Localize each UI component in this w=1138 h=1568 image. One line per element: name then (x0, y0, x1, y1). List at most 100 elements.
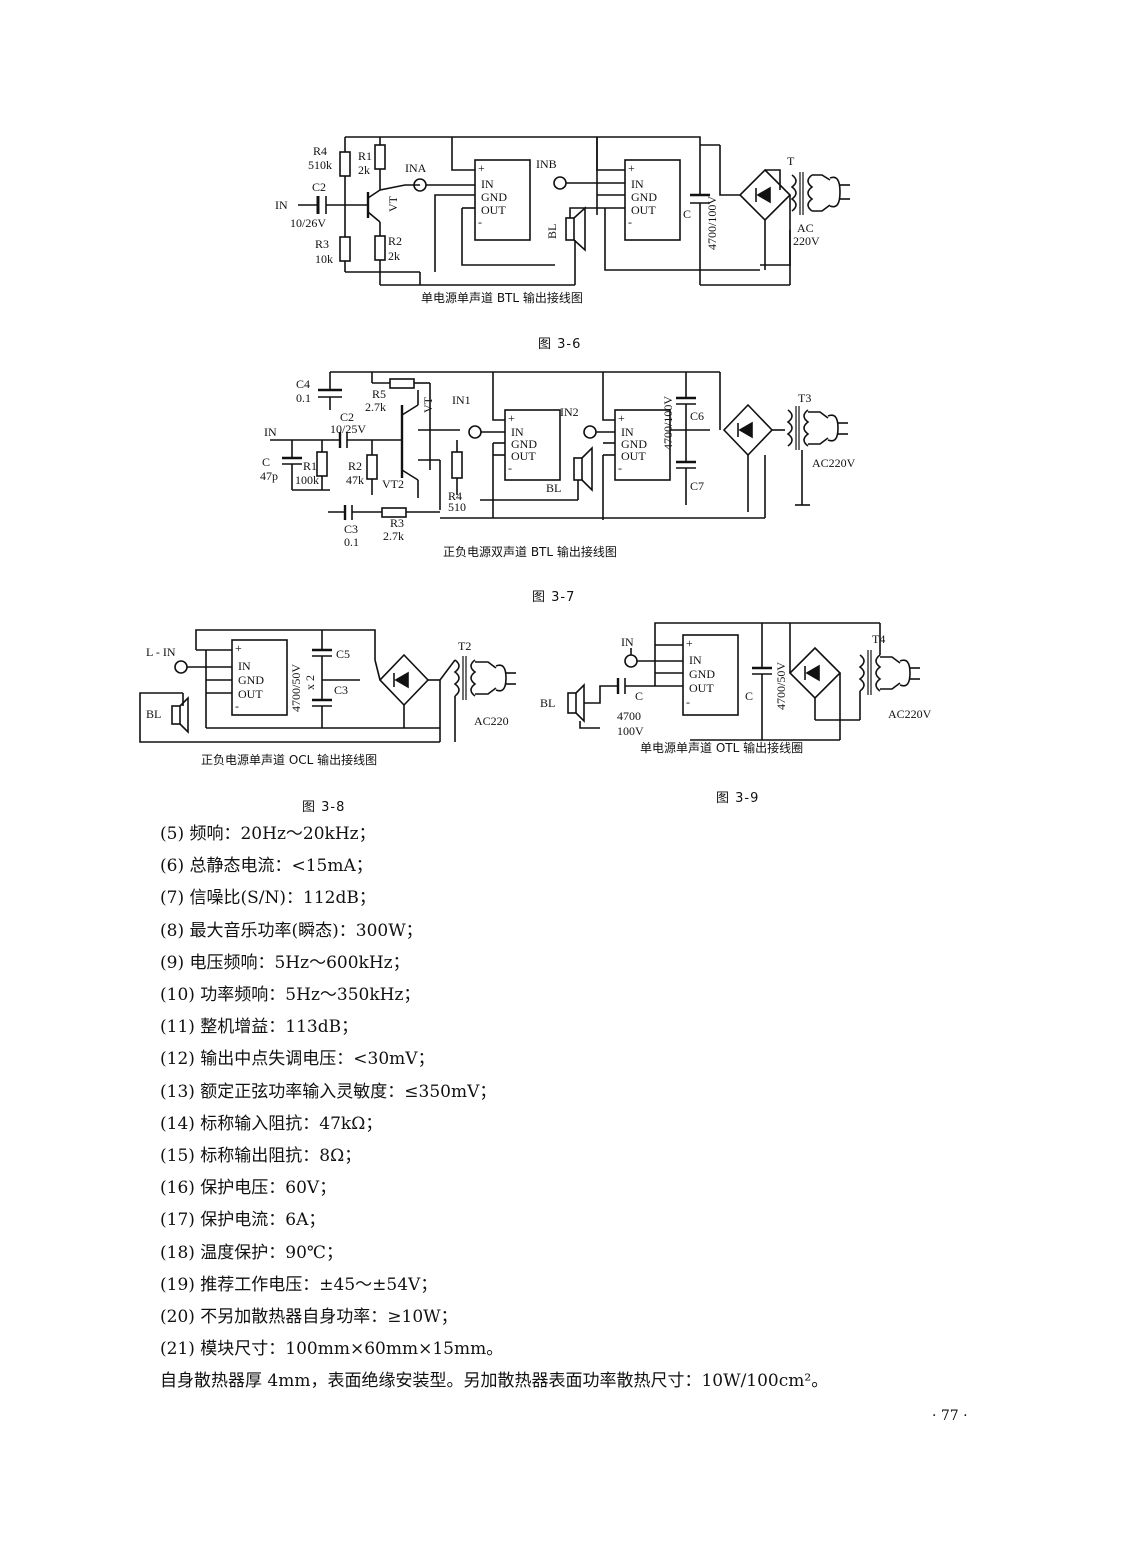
ic-b-plus-pin: + (628, 161, 635, 175)
c-value-1: 4700 (617, 709, 641, 723)
ic-plus-pin: + (235, 641, 242, 655)
figure-label: 图 3-7 (532, 590, 576, 605)
ic-b-out-pin: OUT (631, 203, 656, 217)
ic-out-pin: OUT (689, 681, 714, 695)
ic-a-plus-pin: + (478, 161, 485, 175)
ac-label: AC220V (888, 707, 932, 721)
r1-value: 100k (295, 473, 319, 487)
ic-2-out-pin: OUT (621, 449, 646, 463)
t2-label: T2 (458, 639, 471, 653)
bl-label: BL (546, 481, 561, 495)
in-label: IN (264, 425, 277, 439)
spec-item: (14) 标称输入阻抗：47kΩ； (160, 1113, 383, 1134)
c6-label: C6 (690, 409, 704, 423)
spec-item: (12) 输出中点失调电压：<30mV； (160, 1049, 435, 1070)
ic-minus-pin: - (235, 699, 239, 713)
c2-value: 10/26V (290, 216, 326, 230)
c-value-2: 100V (617, 724, 644, 738)
r4-label: R4 (313, 144, 327, 158)
spec-item: (18) 温度保护：90℃； (160, 1242, 343, 1263)
r1-value: 2k (358, 163, 370, 177)
spec-item: (7) 信噪比(S/N)：112dB； (160, 888, 376, 909)
c3-value: 0.1 (344, 535, 359, 549)
bl-label: BL (540, 696, 555, 710)
c3-label: C3 (334, 683, 348, 697)
c2-value: 10/25V (330, 422, 366, 436)
ac-label: AC220 (474, 714, 509, 728)
r2-label: R2 (388, 234, 402, 248)
vt2-label: VT2 (382, 477, 404, 491)
c4-label: C4 (296, 377, 310, 391)
ic-2-minus-pin: - (618, 461, 622, 475)
figure-label: 图 3-6 (538, 337, 582, 352)
schematic-ocl-dual-supply: + IN GND OUT - L - IN BL C5 C3 4700/50V … (139, 629, 516, 767)
figure-caption: 正负电源单声道 OCL 输出接线图 (201, 752, 377, 767)
spec-item: (10) 功率频响：5Hz～350kHz； (160, 985, 421, 1006)
spec-list: (5) 频响：20Hz～20kHz； (6) 总静态电流：<15mA； (7) … (160, 818, 1040, 1365)
r2-value: 47k (346, 473, 364, 487)
spec-item: (11) 整机增益：113dB； (160, 1017, 359, 1038)
spec-item: (5) 频响：20Hz～20kHz； (160, 824, 376, 844)
ic-a-minus-pin: - (478, 215, 482, 229)
spec-item: (21) 模块尺寸：100mm×60mm×15mm。 (160, 1339, 504, 1360)
spec-item: (19) 推荐工作电压：±45～±54V； (160, 1274, 438, 1295)
schematic-btl-single-supply: + IN GND OUT - + IN GND OUT - R4 510k R1… (275, 136, 850, 305)
r3-label: R3 (315, 237, 329, 251)
c2-label: C (745, 689, 753, 703)
c-value: 47p (260, 469, 278, 483)
spec-item: (6) 总静态电流：<15mA； (160, 856, 373, 877)
spec-item: (13) 额定正弦功率输入灵敏度：≤350mV； (160, 1081, 497, 1102)
c2-label: C2 (340, 410, 354, 424)
c4-value: 0.1 (296, 391, 311, 405)
inb-label: INB (536, 157, 557, 171)
t3-label: T3 (798, 391, 811, 405)
cap-value: 4700/100V (661, 396, 675, 450)
ac-value: 220V (793, 234, 820, 248)
ina-label: INA (405, 161, 427, 175)
r4-value: 510 (448, 500, 466, 514)
spec-item: (20) 不另加散热器自身功率：≥10W； (160, 1307, 458, 1328)
r2-label: R2 (348, 459, 362, 473)
ic-2-in-pin: IN (621, 425, 634, 439)
ic-a-out-pin: OUT (481, 203, 506, 217)
ac-label: AC220V (812, 456, 856, 470)
c-label: C (683, 207, 691, 221)
ac-label: AC (797, 221, 814, 235)
ic-2-plus-pin: + (618, 411, 625, 425)
ic-a-in-pin: IN (481, 177, 494, 191)
c5-label: C5 (336, 647, 350, 661)
spec-item: (15) 标称输出阻抗：8Ω； (160, 1146, 362, 1167)
ic-gnd-pin: GND (238, 673, 264, 687)
ic-2-gnd-pin: GND (621, 437, 647, 451)
r4-value: 510k (308, 158, 332, 172)
page-number: · 77 · (932, 1408, 968, 1424)
vt1-label: VT (421, 396, 435, 413)
figure-3-7: + IN GND OUT - + IN GND OUT - C4 0.1 R5 … (0, 0, 1138, 580)
r5-value: 2.7k (365, 400, 386, 414)
r3-value: 10k (315, 252, 333, 266)
spec-item: (8) 最大音乐功率(瞬态)：300W； (160, 920, 423, 941)
figure-label: 图 3-9 (716, 791, 760, 806)
ic-b-minus-pin: - (628, 215, 632, 229)
c-value: 4700/100V (705, 196, 719, 250)
r1-label: R1 (358, 149, 372, 163)
t4-label: T4 (872, 632, 885, 646)
in2-label: IN2 (560, 405, 579, 419)
schematic-btl-dual-supply: + IN GND OUT - + IN GND OUT - C4 0.1 R5 … (260, 371, 856, 559)
ic-b-gnd-pin: GND (631, 190, 657, 204)
ic-in-pin: IN (238, 659, 251, 673)
cap-multiplier: x 2 (303, 675, 317, 690)
heatsink-note: 自身散热器厚 4mm，表面绝缘安装型。另加散热器表面功率散热尺寸：10W/100… (160, 1371, 829, 1391)
figure-caption: 正负电源双声道 BTL 输出接线图 (443, 544, 617, 559)
bl-label: BL (545, 224, 559, 239)
figure-3-8: + IN GND OUT - L - IN BL C5 C3 4700/50V … (0, 0, 1138, 780)
ic-1-in-pin: IN (511, 425, 524, 439)
c2-label: C2 (312, 180, 326, 194)
ic-1-plus-pin: + (508, 411, 515, 425)
ic-in-pin: IN (689, 653, 702, 667)
figure-caption: 单电源单声道 BTL 输出接线图 (421, 290, 583, 305)
r2-value: 2k (388, 249, 400, 263)
ic-1-minus-pin: - (508, 461, 512, 475)
ic-out-pin: OUT (238, 687, 263, 701)
spec-item: (16) 保护电压：60V； (160, 1178, 337, 1199)
